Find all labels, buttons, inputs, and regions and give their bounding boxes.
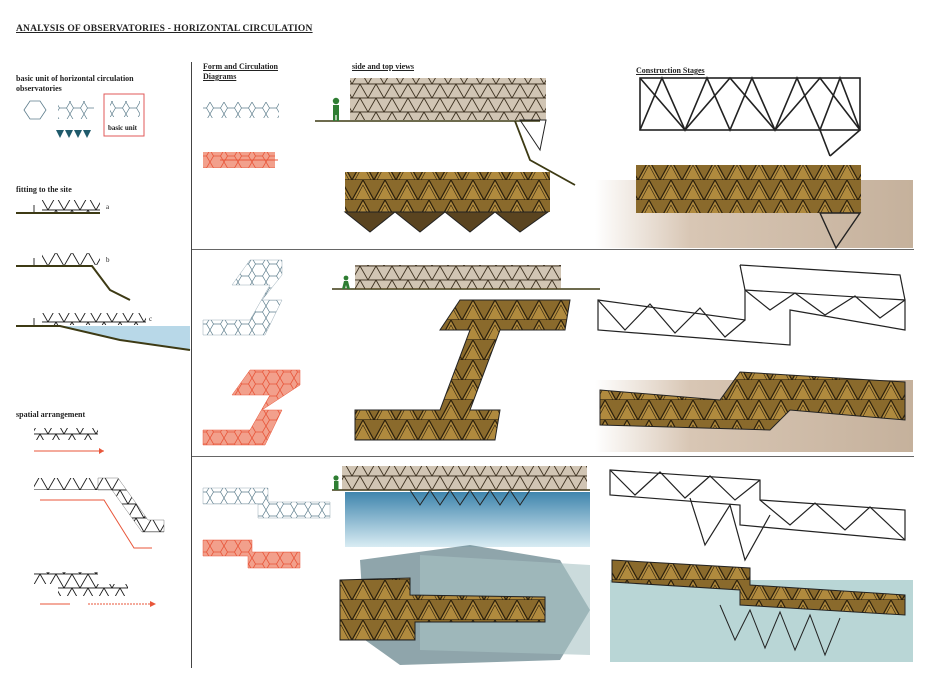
row1-form-diagram <box>203 102 279 168</box>
basic-unit-label: basic unit <box>108 124 137 132</box>
site-section-a <box>16 200 100 214</box>
row3-side-view <box>332 466 590 547</box>
site-section-b <box>16 253 131 301</box>
row-divider-1 <box>192 249 914 250</box>
row2-top-view <box>354 299 571 441</box>
row2-form-diagram <box>202 259 301 446</box>
row1-top-view <box>343 172 550 233</box>
spatial-heading: spatial arrangement <box>16 410 86 419</box>
page-title: ANALYSIS OF OBSERVATORIES - HORIZONTAL C… <box>16 24 313 34</box>
fitting-heading: fitting to the site <box>16 185 72 194</box>
row1-figure <box>332 97 340 121</box>
site-label-c: c <box>149 315 153 323</box>
spatial-arrangement-diagrams <box>34 428 165 607</box>
column-divider <box>191 62 192 668</box>
row2-figure <box>342 275 350 289</box>
row1-side-view <box>315 78 576 186</box>
site-label-b: b <box>106 256 110 264</box>
row2-side-view <box>332 265 600 290</box>
header-form-circulation: Form and Circulation Diagrams <box>203 62 278 81</box>
row2-construction <box>595 264 913 452</box>
row3-form-diagram <box>202 487 331 569</box>
header-construction-stages: Construction Stages <box>636 66 705 75</box>
row3-figure <box>333 475 339 490</box>
row-divider-2 <box>192 456 914 457</box>
basic-unit-heading: basic unit of horizontal circulation obs… <box>16 74 134 93</box>
basic-unit-hexagons <box>23 93 145 137</box>
site-section-c <box>16 313 191 351</box>
basic-unit-triangles <box>56 130 91 138</box>
header-side-top-views: side and top views <box>352 62 415 71</box>
site-label-a: a <box>106 203 110 211</box>
row3-top-view <box>339 545 590 665</box>
row1-construction <box>595 75 913 250</box>
row3-construction <box>609 469 913 662</box>
